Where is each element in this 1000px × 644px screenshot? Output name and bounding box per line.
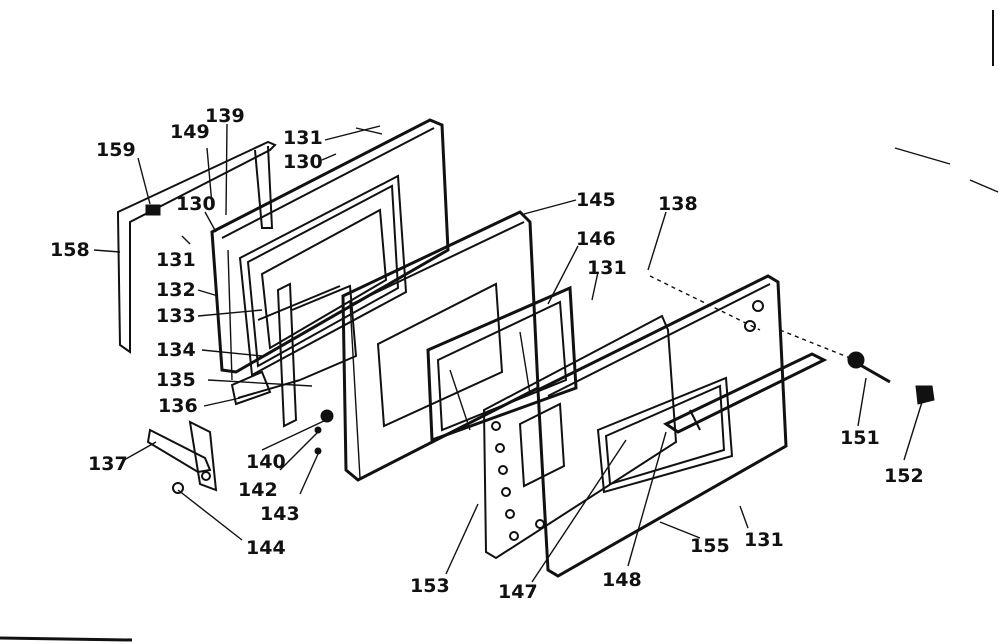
callout-148: 148 [602,569,642,591]
callout-132: 132 [156,279,196,301]
handle-screw-151 [847,351,891,384]
callout-134: 134 [156,339,196,361]
door-panel-145 [341,210,540,482]
callout-131-mid: 131 [587,257,627,279]
screw-143 [314,447,322,455]
inner-brackets-132-136 [230,282,358,428]
callout-131-bottom: 131 [744,529,784,551]
screw-140 [320,409,334,423]
alignment-line-151 [779,329,851,359]
callout-155: 155 [690,535,730,557]
callout-149: 149 [170,121,210,143]
glass-pack-146 [426,285,578,443]
callout-145: 145 [576,189,616,211]
callout-133: 133 [156,305,196,327]
liner-plate-153 [482,314,678,560]
hinge-137 [146,420,218,494]
callout-142: 142 [238,479,278,501]
callout-147: 147 [498,581,538,603]
alignment-line-138 [649,275,761,331]
scan-mark-bottom [0,636,133,642]
door-liner-130 [210,118,450,381]
callout-130-left: 130 [176,193,216,215]
leader-lines [93,123,923,583]
handle-148 [662,352,828,434]
outer-door-155 [536,274,788,578]
scan-mark-dash-2 [969,179,999,193]
callout-138: 138 [658,193,698,215]
callout-131-top: 131 [283,127,323,149]
nut-152 [915,385,935,405]
callout-130-top: 130 [283,151,323,173]
callout-136: 136 [158,395,198,417]
scan-mark-dash-1 [894,147,951,165]
callout-137: 137 [88,453,128,475]
callout-153: 153 [410,575,450,597]
callout-144: 144 [246,537,286,559]
callouts: 159 149 139 131 130 130 158 131 132 133 … [50,105,924,603]
callout-131-left: 131 [156,249,196,271]
screw-142 [314,426,322,434]
callout-143: 143 [260,503,300,525]
callout-159: 159 [96,139,136,161]
callout-146: 146 [576,228,616,250]
callout-158: 158 [50,239,90,261]
callout-140: 140 [246,451,286,473]
callout-135: 135 [156,369,196,391]
callout-139: 139 [205,105,245,127]
rear-frame-158 [117,140,277,354]
callout-151: 151 [840,427,880,449]
callout-152: 152 [884,465,924,487]
